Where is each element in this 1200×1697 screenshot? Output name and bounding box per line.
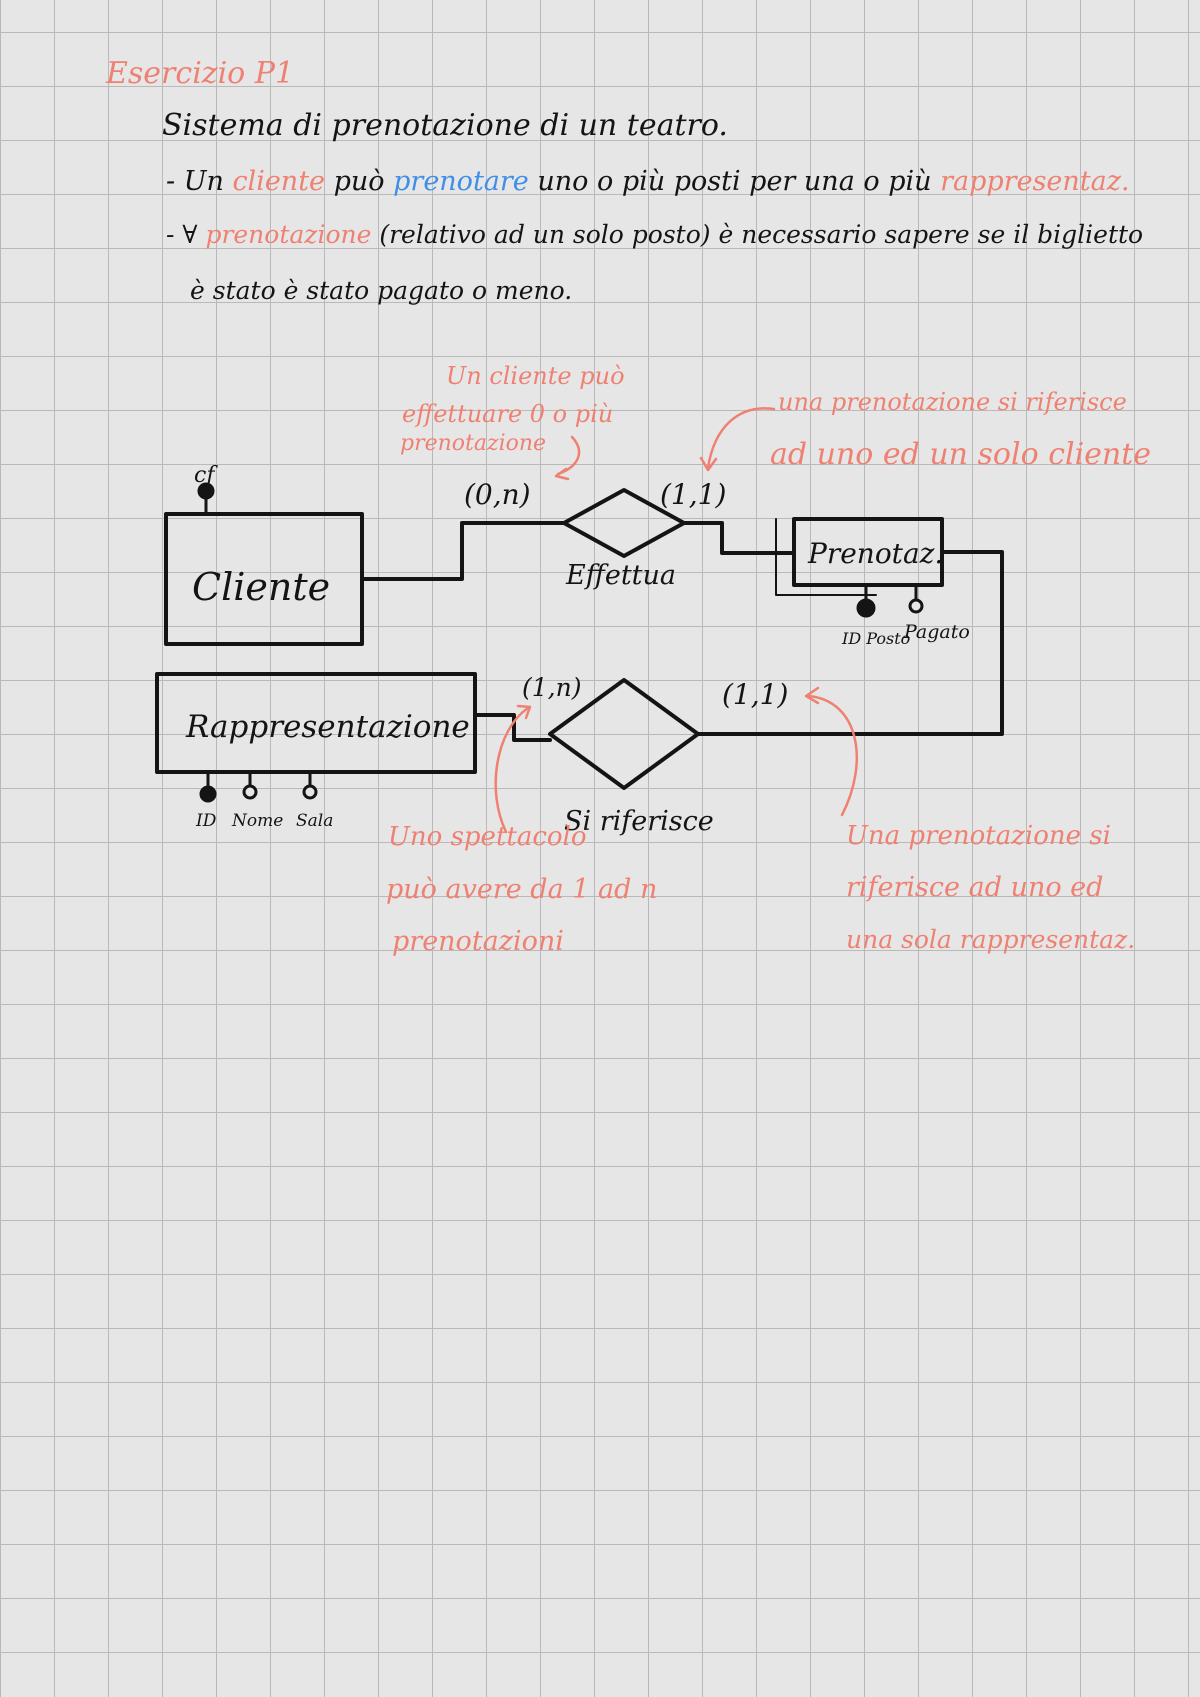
requirement-1-prefix: - Un [166,166,233,197]
requirement-2-prefix: - ∀ [166,220,206,249]
note-spettacolo-line-2: può avere da 1 ad n [386,874,657,905]
relationship-si-riferisce-label: Si riferisce [564,806,714,837]
exercise-title: Esercizio P1 [106,56,295,91]
attribute-nome-dot [242,784,258,800]
note-rappresentazione-line-3: una sola rappresentaz. [846,925,1135,954]
attribute-sala-label: Sala [296,811,333,831]
keyword-prenotare: prenotare [393,166,529,197]
cardinality-effettua-cliente: (0,n) [464,478,531,511]
cardinality-si-riferisce-prenotazione: (1,1) [722,678,788,711]
cardinality-effettua-prenotazione: (1,1) [660,478,726,511]
arrow-prenotazione-note [706,407,776,470]
note-rappresentazione-line-2: riferisce ad uno ed [846,872,1103,903]
keyword-rappresentazione: rappresentaz. [940,166,1130,197]
note-prenotazione-line-1: una prenotazione si riferisce [778,388,1127,416]
attribute-sala-dot [302,784,318,800]
requirement-2-text: (relativo ad un solo posto) è necessario… [371,220,1144,249]
attribute-pagato-dot [908,598,924,614]
attribute-id-posto-label: ID Posto [841,629,910,648]
connector-rappresentazione-si-riferisce [473,713,552,742]
requirement-line-1: - Un cliente può prenotare uno o più pos… [166,166,1130,197]
attribute-nome-label: Nome [231,811,283,831]
arrow-cliente-note-head [554,467,570,481]
entity-cliente-label: Cliente [192,565,330,609]
requirement-line-2: - ∀ prenotazione (relativo ad un solo po… [166,220,1143,249]
attribute-id-key-dot [199,785,217,803]
note-cliente-line-3: prenotazione [400,431,546,456]
attribute-id-posto-key-dot [856,598,876,618]
relationship-effettua-label: Effettua [565,560,676,591]
attribute-cf-key-dot [197,482,215,500]
keyword-prenotazione: prenotazione [205,220,372,249]
exercise-intro: Sistema di prenotazione di un teatro. [162,108,728,143]
attribute-id-label: ID [195,811,217,831]
arrow-spettacolo-note [494,706,530,834]
entity-prenotazione-label: Prenotaz. [807,537,943,570]
entity-rappresentazione-box [155,672,477,774]
arrow-prenotazione-note-head [699,456,718,472]
keyword-cliente: cliente [232,166,326,197]
requirement-1-text-2: uno o più posti per una o più [528,166,941,197]
note-spettacolo-line-3: prenotazioni [392,926,564,957]
connector-effettua-prenotazione [682,521,796,555]
arrow-rappresentazione-note [806,694,859,817]
arrow-spettacolo-note-head [516,704,532,720]
connector-si-riferisce-prenotazione [696,550,1004,736]
requirement-1-text-1: può [325,166,394,197]
note-cliente-line-1: Un cliente può [446,362,625,390]
note-spettacolo-line-1: Uno spettacolo [388,822,587,852]
attribute-pagato-label: Pagato [903,621,970,643]
note-rappresentazione-line-1: Una prenotazione si [846,821,1111,851]
note-prenotazione-line-2: ad uno ed un solo cliente [770,437,1151,472]
entity-rappresentazione-label: Rappresentazione [185,709,470,745]
attribute-cf-label: cf [194,463,218,488]
arrow-rappresentazione-note-head [804,686,820,705]
requirement-line-2-continuation: è stato è stato pagato o meno. [190,276,573,305]
connector-cliente-effettua [360,521,566,581]
arrow-cliente-note [556,435,581,476]
weak-entity-bracket [775,518,877,596]
note-cliente-line-2: effettuare 0 o più [402,400,613,428]
cardinality-si-riferisce-rappresentazione: (1,n) [522,673,581,702]
